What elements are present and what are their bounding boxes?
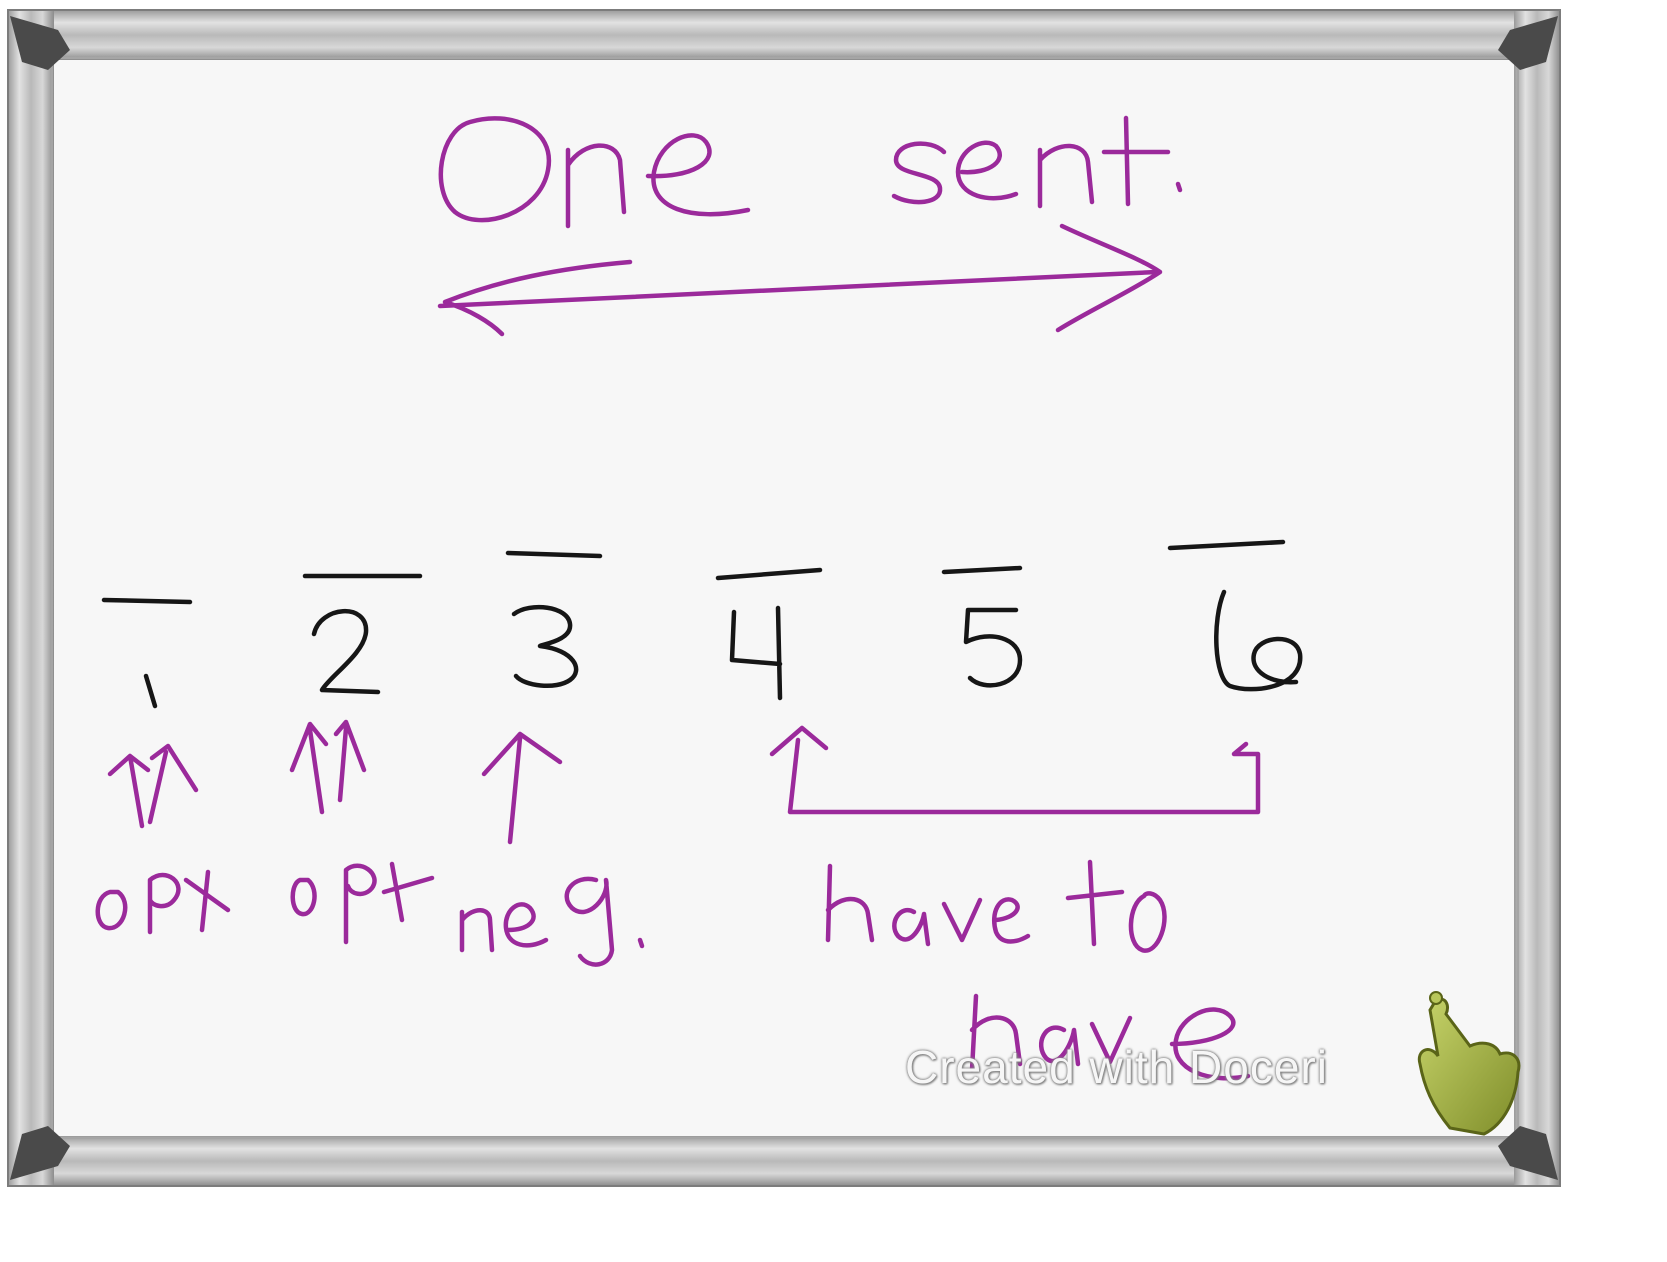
blank-numbers	[143, 589, 1303, 709]
note-have-h	[825, 863, 875, 943]
whiteboard-drawing	[7, 9, 1561, 1187]
number-1-glyph	[143, 673, 158, 709]
board-frame	[7, 9, 1561, 1187]
arrow-under-2	[289, 719, 367, 815]
blank-line-6	[1167, 539, 1286, 551]
note-have2-a	[1039, 1025, 1081, 1067]
whiteboard: Created with Doceri	[7, 9, 1561, 1187]
note-have-a	[892, 908, 931, 947]
note-opt-2-pt	[343, 861, 435, 945]
arrow-under-1	[107, 743, 199, 829]
arrow-under-3	[481, 731, 563, 845]
note-have-e	[992, 897, 1031, 944]
blank-line-4	[715, 567, 823, 581]
title-handwriting	[438, 115, 1183, 229]
blank-lines	[101, 539, 1286, 605]
board-surface	[52, 58, 1518, 1138]
note-opt-1-pt	[147, 869, 231, 935]
note-have2-v	[1089, 1015, 1133, 1065]
frame-corner-caps	[10, 16, 1558, 1180]
note-have2-e	[1169, 1007, 1251, 1081]
pointer-arrows	[107, 719, 1261, 845]
note-opt-1-o	[95, 889, 128, 931]
note-have2-h	[969, 993, 1023, 1073]
blank-line-5	[941, 565, 1023, 575]
number-4-glyph	[729, 605, 783, 701]
number-3-glyph	[511, 605, 579, 689]
bracket-under-4-6	[769, 725, 1261, 815]
double-arrow	[437, 223, 1163, 337]
blank-line-3	[505, 550, 603, 559]
number-2-glyph	[311, 608, 381, 695]
blank-line-1	[101, 597, 193, 605]
doceri-watermark: Created with Doceri	[905, 1041, 1328, 1093]
note-neg-e	[503, 902, 549, 948]
note-to-o	[1128, 891, 1167, 953]
pointing-hand-icon	[1417, 991, 1521, 1136]
note-have-v	[941, 897, 983, 943]
number-6-glyph	[1214, 589, 1303, 692]
note-opt-2-o	[290, 877, 317, 917]
note-neg-period	[637, 937, 645, 949]
note-neg-g	[564, 876, 615, 967]
note-to-t	[1065, 859, 1125, 947]
notes-handwriting	[95, 859, 1251, 1081]
note-neg-n	[459, 908, 495, 953]
number-5-glyph	[963, 607, 1023, 688]
